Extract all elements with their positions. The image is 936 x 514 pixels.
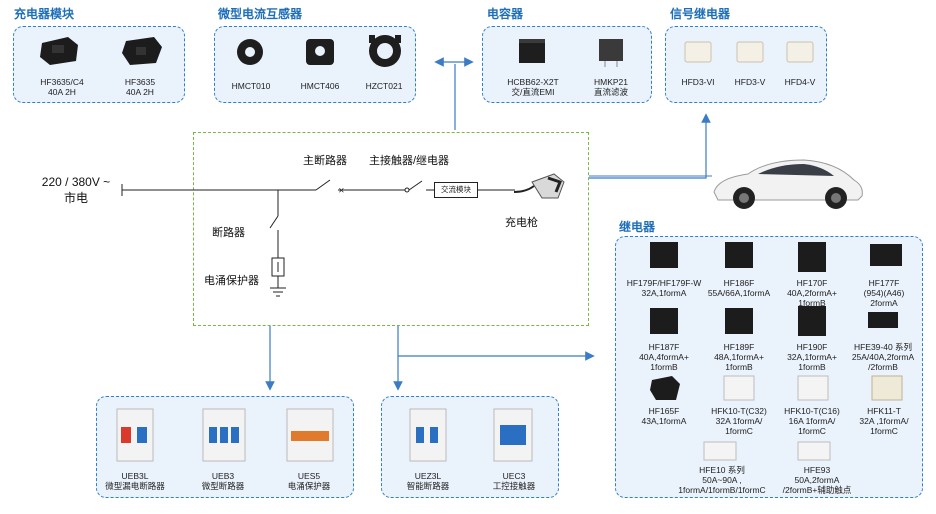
relay-caption: HF177F(954)(A46)2formA — [863, 278, 905, 308]
surge-ues5-image — [286, 408, 334, 462]
charging-gun-icon — [513, 173, 565, 199]
signal-relay-title: 信号继电器 — [670, 7, 731, 21]
item-caption: HZCT021 — [365, 81, 403, 91]
item-caption: HFD3-V — [734, 77, 766, 87]
relay-title: 继电器 — [619, 220, 656, 234]
item-caption: HMCT406 — [300, 81, 340, 91]
relay-hf165f-image — [650, 376, 680, 400]
item-caption: HFD3-VI — [681, 77, 715, 87]
relay-hfk11-image — [871, 375, 903, 401]
relay-hf186f-image — [725, 242, 753, 268]
relay-hfk10-c32-image — [723, 375, 755, 401]
charger-module-title: 充电器模块 — [14, 7, 75, 21]
signal-relay-box: HFD3-VI HFD3-V HFD4-V — [665, 26, 827, 103]
electric-car-image — [713, 159, 863, 209]
relay-hfe10-image — [703, 441, 737, 461]
breaker-label: 断路器 — [212, 227, 245, 239]
current-sensor-box: HMCT010 HMCT406 HZCT021 — [214, 26, 416, 103]
item-caption: HMCT010 — [231, 81, 271, 91]
charging-gun-label: 充电枪 — [505, 217, 538, 229]
relay-hf179f-image — [650, 242, 678, 268]
relay-hf3635c4-image — [40, 37, 78, 65]
current-sensor-title: 微型电流互感器 — [218, 7, 303, 21]
supply-voltage-label: 220 / 380V ~市电 — [41, 175, 111, 205]
relay-hfd3v-image — [736, 41, 764, 63]
relay-hf189f-image — [725, 308, 753, 334]
relay-hfd3vi-image — [684, 41, 712, 63]
relay-hfd4v-image — [786, 41, 814, 63]
relay-hf190f-image — [798, 306, 826, 336]
main-breaker-label: 主断路器 — [303, 155, 347, 167]
smart-breaker-uez3l-image — [409, 408, 447, 462]
ac-module-box: 交流模块 — [434, 182, 478, 198]
relay-caption: HFK10-T(C32)32A 1formA/1formC — [711, 406, 767, 436]
sensor-hmct406-image — [306, 39, 334, 65]
relay-hf187f-image — [650, 308, 678, 334]
relay-hf170f-image — [798, 242, 826, 272]
capacitor-hcbb62-image — [519, 39, 545, 63]
capacitor-title: 电容器 — [487, 7, 524, 21]
main-contactor-label: 主接触器/继电器 — [369, 155, 450, 167]
relay-hfe93-image — [797, 441, 831, 461]
relay-box — [615, 236, 923, 498]
sensor-hmct010-image — [237, 39, 263, 65]
relay-hfk10-c16-image — [797, 375, 829, 401]
charging-circuit-frame — [193, 132, 589, 326]
sensor-hzct021-image — [369, 35, 401, 67]
breaker-ueb3l-image — [116, 408, 154, 462]
relay-caption: HFK10-T(C16)16A 1formA/1formC — [784, 406, 840, 436]
svg-text:⨯: ⨯ — [338, 186, 345, 195]
item-caption: HFD4-V — [784, 77, 816, 87]
relay-hfe39-40-image — [868, 312, 898, 328]
relay-hf3635-image — [122, 37, 162, 65]
contactor-uec3-image — [493, 408, 533, 462]
surge-protector-label: 电涌保护器 — [204, 275, 259, 287]
relay-hf177f-image — [870, 244, 902, 266]
capacitor-hmkp21-image — [599, 39, 623, 67]
breaker-ueb3-image — [202, 408, 246, 462]
